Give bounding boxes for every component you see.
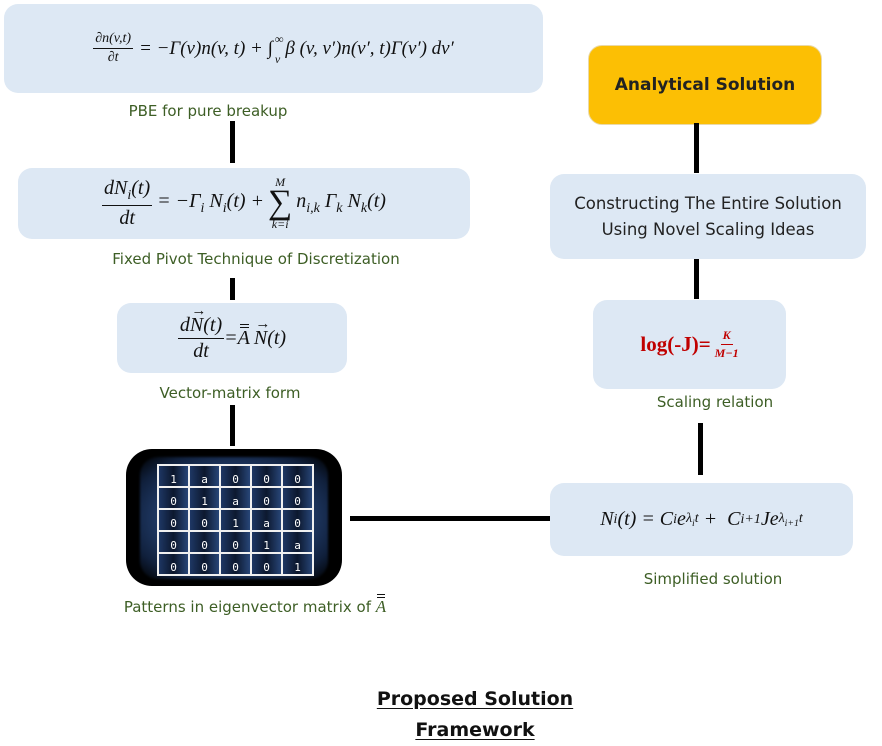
connector-pbe-to-pivot [230,121,235,163]
vector-lhs-denominator: dt [193,339,209,362]
scaling-relation-caption: Scaling relation [656,393,774,411]
eigenvector-matrix-grid: 1 a 0 0 0 0 1 a 0 0 0 0 1 a 0 0 0 0 1 a [157,464,314,576]
connector-matrix-to-simplified [350,516,550,521]
pbe-lhs-fraction: ∂n(v,t) ∂t [93,31,134,66]
matrix-cell: 0 [157,486,190,510]
pbe-rhs: = −Γ(v)n(v, t) + ∫ [139,37,273,59]
scaling-denominator: M−1 [714,346,739,360]
matrix-row: 0 1 a 0 0 [157,486,314,510]
analytical-solution-label: Analytical Solution [614,75,796,95]
scaling-lhs: log(-J)= [640,332,711,356]
summation-symbol: M ∑ k=i [268,175,293,231]
constructing-solution-text: Constructing The Entire Solution Using N… [574,193,842,239]
fixed-pivot-caption: Fixed Pivot Technique of Discretization [112,250,400,268]
fixed-pivot-equation: dNi(t) dt = −Γi Ni(t) + M ∑ k=i ni,k Γk … [18,162,470,244]
matrix-row: 0 0 1 a 0 [157,508,314,532]
pivot-lhs-denominator: dt [119,206,135,229]
matrix-cell: 0 [157,552,190,576]
pivot-lhs-fraction: dNi(t) dt [102,177,153,230]
matrix-cell: 0 [188,508,221,532]
constructing-solution-box [550,174,866,259]
matrix-cell: 0 [219,464,252,488]
pivot-rhs-sum-term: ni,k Γk Nk(t) [296,189,386,216]
simplified-solution-box [550,483,853,556]
matrix-row: 0 0 0 0 1 [157,552,314,576]
matrix-cell: 1 [188,486,221,510]
pbe-integral-upper: ∞ [274,31,284,46]
diagram-title-line2: Framework [415,719,535,741]
matrix-cell: a [250,508,283,532]
vector-rhs: N(t) [254,316,286,350]
vector-lhs-numerator: dN(t) [177,303,225,339]
matrix-row: 0 0 0 1 a [157,530,314,554]
vector-matrix-equation-box [117,303,347,373]
pbe-integral-limits: ∞ v [275,33,284,65]
matrix-cell: a [188,464,221,488]
connector-vector-to-matrix [230,405,235,446]
connector-constructing-to-scaling [694,259,699,299]
pivot-rhs: = −Γi Ni(t) + [157,189,265,216]
pbe-caption: PBE for pure breakup [128,102,288,120]
matrix-cell: 0 [219,530,252,554]
matrix-cell: 1 [281,552,314,576]
vector-lhs-fraction: dN(t) dt [177,303,225,363]
matrix-A-symbol: A [237,323,250,349]
matrix-row: 1 a 0 0 0 [157,464,314,488]
matrix-cell: a [281,530,314,554]
matrix-cell: 0 [219,552,252,576]
matrix-cell: 0 [188,530,221,554]
connector-pivot-to-vector [230,278,235,300]
matrix-cell: 0 [250,464,283,488]
eigenvector-matrix-image: 1 a 0 0 0 0 1 a 0 0 0 0 1 a 0 0 0 0 1 a [126,449,342,586]
matrix-cell: 0 [281,464,314,488]
pbe-rhs-tail: β (v, v′)n(v′, t)Γ(v′) dv′ [285,37,454,59]
fixed-pivot-equation-box [18,168,470,239]
eigenvector-matrix-caption: Patterns in eigenvector matrix of A [123,594,387,616]
simplified-solution-caption: Simplified solution [643,570,783,588]
connector-scaling-to-simplified [698,423,703,475]
pbe-lhs-numerator: ∂n(v,t) [93,31,134,49]
matrix-cell: 1 [157,464,190,488]
matrix-cell: 0 [157,508,190,532]
connector-analytical-to-constructing [694,123,699,173]
matrix-cell: 0 [281,508,314,532]
matrix-cell: 0 [281,486,314,510]
diagram-title-line1: Proposed Solution [376,688,574,710]
analytical-solution-box: Analytical Solution [588,45,822,125]
matrix-cell: 0 [157,530,190,554]
matrix-cell: a [219,486,252,510]
matrix-cell: 0 [250,552,283,576]
scaling-relation-equation: log(-J)= K M−1 [593,300,786,389]
matrix-cell: 0 [250,486,283,510]
vector-matrix-caption: Vector-matrix form [159,384,301,402]
scaling-fraction: K M−1 [715,328,739,361]
pivot-lhs-numerator: dNi(t) [102,177,153,206]
pbe-integral-lower: v [274,51,281,66]
pbe-lhs-denominator: ∂t [107,50,119,65]
vector-matrix-equation: dN(t) dt = A N(t) [117,303,347,373]
scaling-numerator: K [720,328,733,345]
equals-sign: = [224,326,238,349]
diagram-title: Proposed Solution Framework [350,684,600,746]
pbe-equation: ∂n(v,t) ∂t = −Γ(v)n(v, t) + ∫ ∞ v β (v, … [4,4,543,93]
scaling-relation-box [593,300,786,389]
matrix-cell: 0 [188,552,221,576]
matrix-cell: 1 [219,508,252,532]
matrix-cell: 1 [250,530,283,554]
